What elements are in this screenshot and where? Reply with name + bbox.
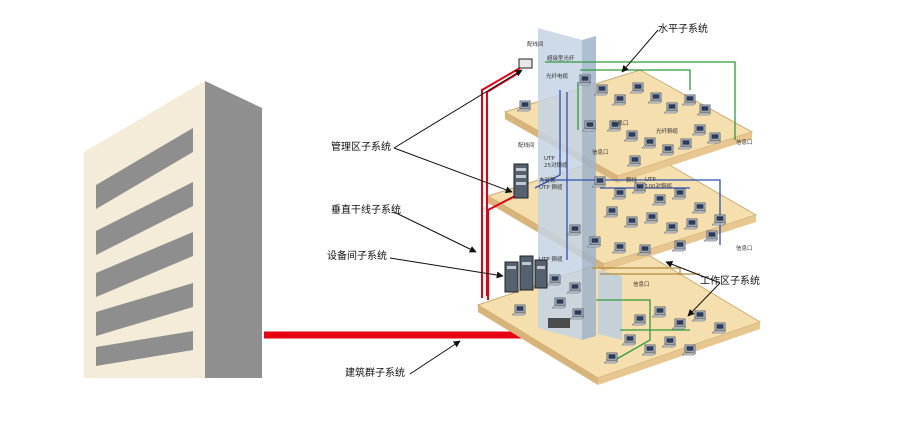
label-multimode-fiber: 超级型光纤 <box>547 56 575 62</box>
horizontal-cables <box>545 61 736 361</box>
callout-leaders <box>389 29 721 375</box>
label-utp-25pair: UTP 25对銅缆 <box>544 156 568 169</box>
label-copper: 銅线 <box>626 178 638 184</box>
label-utp-100pair: UTP 100对銅缆 <box>645 177 672 190</box>
label-info-outlet-b: 信息口 <box>736 140 753 146</box>
label-horizontal-subsystem: 水平子系统 <box>658 24 708 35</box>
equipment-racks <box>504 58 548 293</box>
label-equipment-subsystem: 设备间子系统 <box>327 251 387 262</box>
label-work-area-subsystem: 工作区子系统 <box>700 276 760 287</box>
label-large-pair: 大对数 UTP 銅缆 <box>539 178 563 191</box>
riser-shaft <box>538 28 622 340</box>
label-campus-subsystem: 建筑群子系统 <box>345 368 405 379</box>
label-wiring-closet-mid: 配线间 <box>518 143 535 149</box>
label-backbone-subsystem: 垂直干线子系统 <box>331 205 401 216</box>
office-building <box>84 81 262 378</box>
label-fiber-cable: 光纤电缆 <box>546 74 569 80</box>
label-utp-cable: UTP 銅缆 <box>539 257 563 263</box>
label-info-outlet-e: 信息口 <box>633 282 650 288</box>
backbone-cables <box>481 67 521 300</box>
label-info-outlet-c: 信息口 <box>592 150 609 156</box>
label-management-subsystem: 管理区子系统 <box>331 142 391 153</box>
workstations-bottom <box>511 274 727 364</box>
label-wiring-closet-top: 配线间 <box>527 42 544 48</box>
label-info-outlet-a: 信息口 <box>612 121 629 127</box>
floor-cables <box>592 267 700 275</box>
label-info-outlet-d: 信息口 <box>736 246 753 252</box>
label-fiber-cable-b: 光纤銅缆 <box>656 129 679 135</box>
